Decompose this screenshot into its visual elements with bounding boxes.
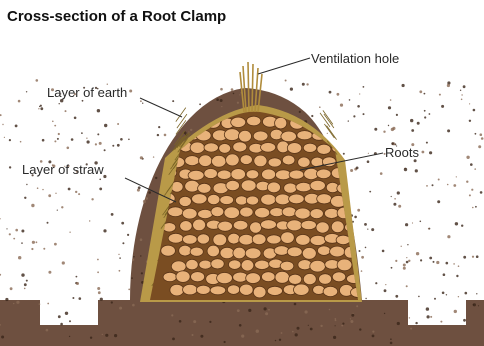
- leader-ventilation: [258, 58, 310, 74]
- diagram-title: Cross-section of a Root Clamp: [7, 8, 226, 25]
- label-layer-of-earth: Layer of earth: [47, 85, 127, 100]
- leader-earth: [140, 98, 182, 117]
- label-ventilation-hole: Ventilation hole: [311, 51, 399, 66]
- label-layer-of-straw: Layer of straw: [22, 162, 104, 177]
- label-roots: Roots: [385, 145, 419, 160]
